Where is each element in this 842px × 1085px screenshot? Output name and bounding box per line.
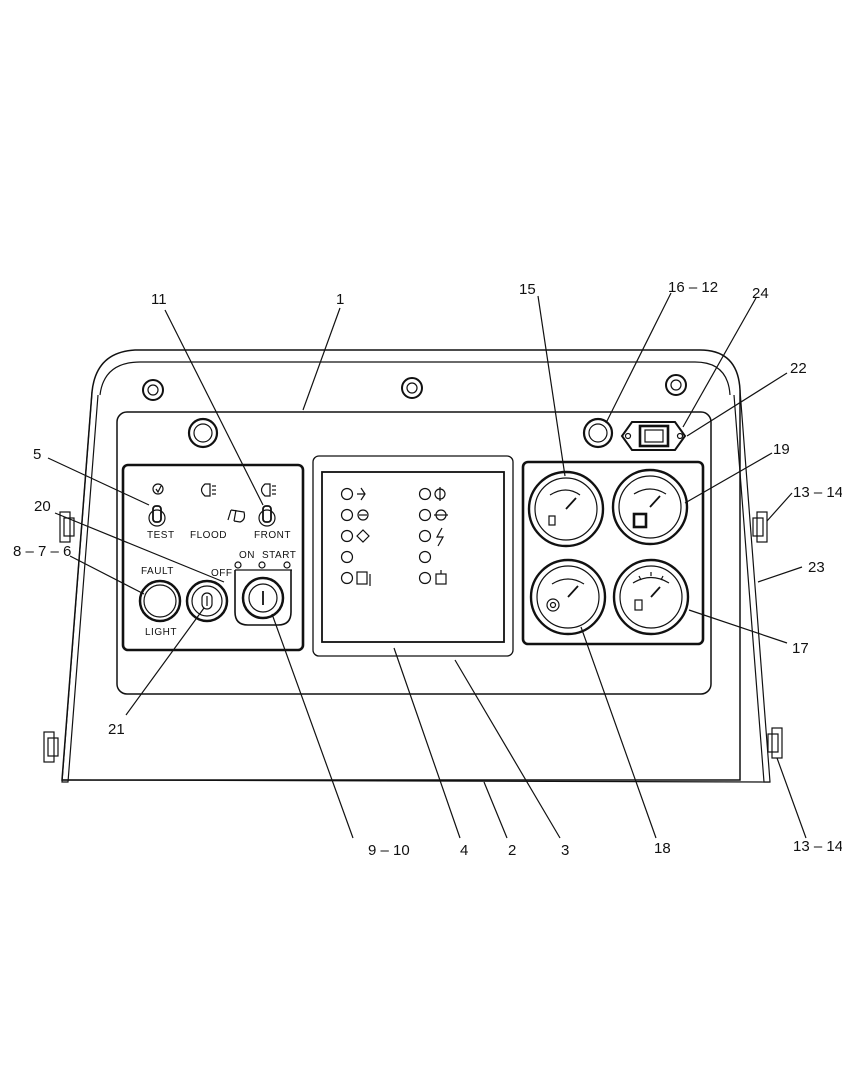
callout-17: 17	[792, 640, 809, 657]
warning-light-panel	[312, 455, 514, 657]
mounting-bolt	[401, 377, 423, 399]
mounting-bolt	[142, 379, 164, 401]
indicator-lamp-air-filter	[340, 508, 369, 522]
callout-19: 19	[773, 441, 790, 458]
transmission-temperature-gauge	[529, 558, 607, 636]
lights-toggle-switch	[258, 505, 276, 527]
callout-9-10: 9 – 10	[368, 842, 410, 859]
callout-21: 21	[108, 721, 125, 738]
power-receptacle	[620, 421, 687, 451]
indicator-lamp-brake	[418, 508, 448, 522]
panel-knob-right	[582, 417, 614, 449]
panel-housing	[61, 349, 771, 783]
flood-light-icon	[200, 483, 216, 497]
callout-8-7-6: 8 – 7 – 6	[13, 543, 71, 560]
indicator-lamp-coolant	[340, 487, 366, 501]
callout-1: 1	[336, 291, 344, 308]
callout-3: 3	[561, 842, 569, 859]
indicator-lamp-transmission	[340, 529, 370, 543]
switch-subpanel	[121, 463, 305, 652]
callout-16-12: 16 – 12	[668, 279, 718, 296]
test-label: TEST	[147, 530, 175, 541]
panel-knob-left	[187, 417, 219, 449]
on-label: ON	[239, 550, 255, 561]
side-bolt-right-top	[752, 511, 768, 543]
off-label: OFF	[211, 568, 233, 579]
test-toggle-switch	[148, 483, 166, 527]
callout-13-14-bottom: 13 – 14	[793, 838, 842, 855]
side-bolt-right-bottom	[767, 727, 783, 759]
callout-24: 24	[752, 285, 769, 302]
indicator-lamp-fuel	[340, 571, 371, 586]
fault-label: FAULT	[141, 566, 174, 577]
side-bolt-left-bottom	[43, 731, 59, 763]
indicator-lamp-charging	[418, 527, 445, 547]
indicator-lamp-spare-1	[340, 550, 354, 564]
light-label: LIGHT	[145, 627, 177, 638]
callout-18: 18	[654, 840, 671, 857]
callout-20: 20	[34, 498, 51, 515]
panel-light-dimmer-knob	[185, 579, 229, 623]
engine-temperature-gauge	[527, 470, 605, 548]
side-bolt-left-top	[59, 511, 75, 543]
front-label: FRONT	[254, 530, 291, 541]
start-label: START	[262, 550, 296, 561]
callout-23: 23	[808, 559, 825, 576]
indicator-lamp-hydraulic	[418, 487, 446, 501]
ignition-switch	[234, 561, 292, 626]
callout-13-14-top: 13 – 14	[793, 484, 842, 501]
callout-22: 22	[790, 360, 807, 377]
callout-2: 2	[508, 842, 516, 859]
indicator-lamp-spare-2	[418, 550, 432, 564]
indicator-lamp-engine-oil	[418, 570, 447, 585]
flood-label: FLOOD	[190, 530, 227, 541]
callout-4: 4	[460, 842, 468, 859]
callout-5: 5	[33, 446, 41, 463]
leader-lines	[47, 292, 807, 839]
callout-11: 11	[151, 291, 167, 308]
callout-15: 15	[519, 281, 536, 298]
work-light-icon	[227, 509, 246, 523]
face-plate	[116, 411, 712, 695]
fuel-level-gauge	[611, 468, 689, 546]
gauge-subpanel	[521, 460, 705, 646]
headlight-icon	[260, 483, 276, 497]
fault-indicator-light	[138, 579, 182, 623]
mounting-bolt	[665, 374, 687, 396]
engine-oil-pressure-gauge	[612, 558, 690, 636]
